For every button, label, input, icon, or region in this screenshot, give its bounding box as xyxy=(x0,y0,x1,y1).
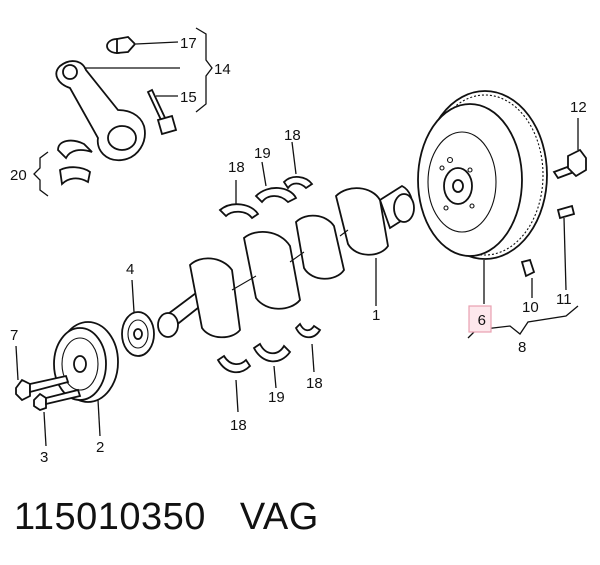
callout-15: 15 xyxy=(180,89,197,106)
callout-17: 17 xyxy=(180,35,197,52)
callout-19-top: 19 xyxy=(254,145,271,162)
callout-7: 7 xyxy=(10,327,18,344)
part-caption: 115010350 VAG xyxy=(14,496,319,539)
callout-18-top-right: 18 xyxy=(284,127,301,144)
callout-1: 1 xyxy=(372,307,380,324)
highlight-box xyxy=(468,305,492,333)
callout-3: 3 xyxy=(40,449,48,466)
callout-8: 8 xyxy=(518,339,526,356)
callout-11: 11 xyxy=(556,291,572,308)
part-number: 115010350 xyxy=(14,496,206,538)
callout-20: 20 xyxy=(10,167,27,184)
timing-gear xyxy=(121,311,155,357)
crankshaft xyxy=(157,184,415,339)
callout-18-top-left: 18 xyxy=(228,159,245,176)
pulley-bolts xyxy=(15,374,82,411)
callout-14: 14 xyxy=(214,61,231,78)
callout-18-bottom-right: 18 xyxy=(306,375,323,392)
flywheel-small-parts xyxy=(520,148,587,278)
callout-labels: 17 14 15 20 18 19 18 4 1 7 2 3 18 19 18 … xyxy=(10,35,587,466)
pulley xyxy=(53,321,119,403)
brand-name: VAG xyxy=(239,496,319,538)
callout-18-bottom-left: 18 xyxy=(230,417,247,434)
callout-12: 12 xyxy=(570,99,587,116)
exploded-parts-diagram: 17 14 15 20 18 19 18 4 1 7 2 3 18 19 18 … xyxy=(10,27,587,466)
flywheel xyxy=(417,90,548,260)
callout-2: 2 xyxy=(96,439,104,456)
callout-19-bottom: 19 xyxy=(268,389,285,406)
connecting-rod-assembly xyxy=(55,36,178,186)
main-bearing-shells xyxy=(216,176,322,374)
callout-4: 4 xyxy=(126,261,134,278)
callout-9: 9 xyxy=(478,311,486,328)
callout-10: 10 xyxy=(522,299,539,316)
